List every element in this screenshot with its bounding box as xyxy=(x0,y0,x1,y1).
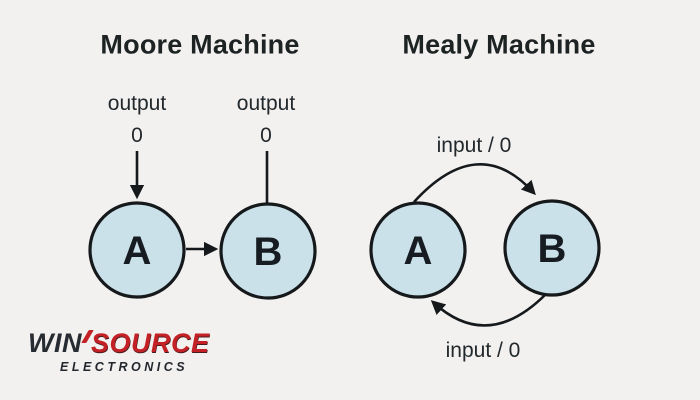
moore-output-label-a: output xyxy=(107,92,167,115)
mealy-transition-arrow-b-to-a xyxy=(430,293,547,327)
moore-output-label-b: output xyxy=(236,92,296,115)
moore-output-value-b: 0 xyxy=(260,124,272,147)
logo-word-win: WIN xyxy=(28,328,82,358)
mealy-state-circle-b xyxy=(503,199,601,297)
mealy-transition-label-top: input / 0 xyxy=(436,134,512,157)
winsource-logo: WIN SOURCE ELECTRONICS xyxy=(28,330,210,375)
moore-title: Moore Machine xyxy=(100,29,300,60)
moore-state-label-a: A xyxy=(123,229,152,273)
logo-word-source: SOURCE xyxy=(90,328,210,358)
mealy-state-label-b: B xyxy=(538,227,567,271)
moore-state-circle-a xyxy=(88,201,186,299)
logo-subtitle: ELECTRONICS xyxy=(60,360,189,374)
mealy-transition-arrow-a-to-b xyxy=(413,163,536,203)
moore-state-label-b: B xyxy=(254,230,283,274)
moore-output-value-a: 0 xyxy=(131,124,143,147)
mealy-state-circle-a xyxy=(369,201,467,299)
mealy-title: Mealy Machine xyxy=(402,29,596,60)
moore-state-circle-b xyxy=(219,202,317,300)
mealy-transition-label-bottom: input / 0 xyxy=(445,339,521,362)
mealy-state-label-a: A xyxy=(404,229,433,273)
winsource-logo-wordmark: WIN SOURCE xyxy=(28,330,210,357)
